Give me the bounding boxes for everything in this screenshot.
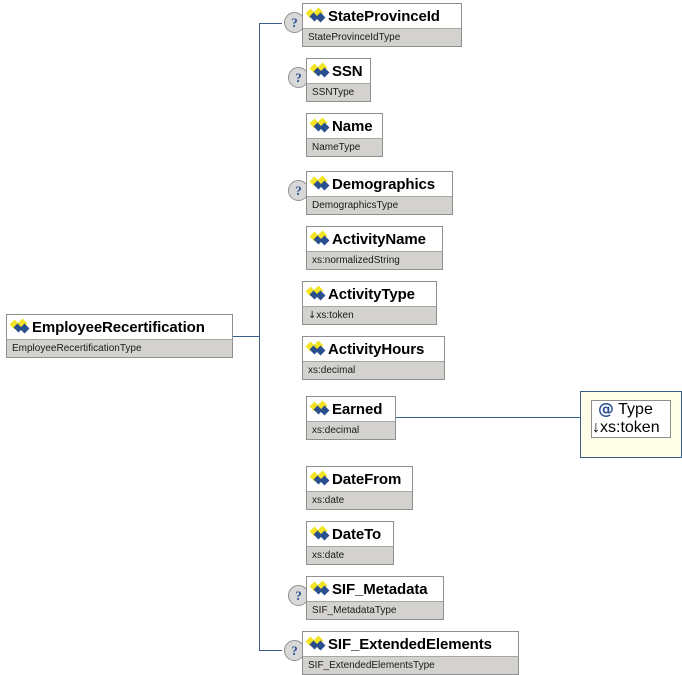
at-icon: @ bbox=[598, 399, 614, 418]
restriction-icon: ↓ bbox=[592, 419, 600, 436]
element-icon bbox=[305, 7, 326, 24]
node-head: ActivityName bbox=[307, 227, 442, 251]
node-title: ActivityHours bbox=[328, 340, 425, 358]
node-head: @ Type bbox=[592, 401, 670, 419]
node-head: Earned bbox=[307, 397, 395, 421]
node-root-type: EmployeeRecertificationType bbox=[7, 339, 232, 357]
node-type: ↓xs:token bbox=[303, 306, 436, 324]
node-head: Demographics bbox=[307, 172, 452, 196]
node-title: Earned bbox=[332, 400, 383, 418]
node-head: SIF_ExtendedElements bbox=[303, 632, 518, 656]
node-title: Name bbox=[332, 117, 373, 135]
node-ssn[interactable]: SSN SSNType bbox=[306, 58, 371, 102]
element-icon bbox=[309, 470, 330, 487]
node-title: DateTo bbox=[332, 525, 382, 543]
node-type: SSNType bbox=[307, 83, 370, 101]
node-root-title: EmployeeRecertification bbox=[32, 318, 205, 336]
node-type: xs:date bbox=[307, 546, 393, 564]
element-icon bbox=[309, 525, 330, 542]
node-head: DateTo bbox=[307, 522, 393, 546]
element-icon bbox=[305, 285, 326, 302]
node-name[interactable]: Name NameType bbox=[306, 113, 383, 157]
node-head: StateProvinceId bbox=[303, 4, 461, 28]
node-head: SSN bbox=[307, 59, 370, 83]
element-icon bbox=[309, 230, 330, 247]
node-attribute-type[interactable]: @ Type ↓xs:token bbox=[591, 400, 671, 438]
element-icon bbox=[309, 117, 330, 134]
node-title: ActivityName bbox=[332, 230, 426, 248]
node-type: xs:decimal bbox=[303, 361, 444, 379]
node-type: xs:date bbox=[307, 491, 412, 509]
node-head: Name bbox=[307, 114, 382, 138]
node-head: SIF_Metadata bbox=[307, 577, 443, 601]
connector-root-stub bbox=[233, 336, 260, 337]
node-sif-metadata[interactable]: SIF_Metadata SIF_MetadataType bbox=[306, 576, 444, 620]
node-title: DateFrom bbox=[332, 470, 402, 488]
node-type: SIF_ExtendedElementsType bbox=[303, 656, 518, 674]
node-state-province-id[interactable]: StateProvinceId StateProvinceIdType bbox=[302, 3, 462, 47]
node-title: SIF_ExtendedElements bbox=[328, 635, 492, 653]
node-earned[interactable]: Earned xs:decimal bbox=[306, 396, 396, 440]
node-type: StateProvinceIdType bbox=[303, 28, 461, 46]
node-type: ↓xs:token bbox=[592, 419, 670, 437]
node-title: Type bbox=[618, 401, 653, 418]
node-title: Demographics bbox=[332, 175, 435, 193]
node-title: StateProvinceId bbox=[328, 7, 440, 25]
connector-earned-to-type bbox=[396, 417, 580, 418]
element-icon bbox=[309, 175, 330, 192]
element-icon bbox=[309, 62, 330, 79]
node-type: xs:normalizedString bbox=[307, 251, 442, 269]
element-icon bbox=[305, 340, 326, 357]
node-title: ActivityType bbox=[328, 285, 415, 303]
node-head: DateFrom bbox=[307, 467, 412, 491]
node-activity-name[interactable]: ActivityName xs:normalizedString bbox=[306, 226, 443, 270]
node-title: SSN bbox=[332, 62, 363, 80]
node-type: NameType bbox=[307, 138, 382, 156]
connector-branch-0 bbox=[259, 23, 282, 24]
node-sif-extended-elements[interactable]: SIF_ExtendedElements SIF_ExtendedElement… bbox=[302, 631, 519, 675]
node-type: xs:decimal bbox=[307, 421, 395, 439]
element-icon bbox=[309, 580, 330, 597]
node-type: SIF_MetadataType bbox=[307, 601, 443, 619]
node-demographics[interactable]: Demographics DemographicsType bbox=[306, 171, 453, 215]
node-type-text: xs:token bbox=[600, 419, 660, 436]
element-icon bbox=[309, 400, 330, 417]
node-root[interactable]: EmployeeRecertification EmployeeRecertif… bbox=[6, 314, 233, 358]
node-activity-hours[interactable]: ActivityHours xs:decimal bbox=[302, 336, 445, 380]
node-head: ActivityHours bbox=[303, 337, 444, 361]
node-type: DemographicsType bbox=[307, 196, 452, 214]
node-date-to[interactable]: DateTo xs:date bbox=[306, 521, 394, 565]
connector-spine bbox=[259, 23, 260, 650]
node-root-head: EmployeeRecertification bbox=[7, 315, 232, 339]
connector-branch-11 bbox=[259, 650, 282, 651]
element-icon bbox=[9, 318, 30, 335]
node-head: ActivityType bbox=[303, 282, 436, 306]
element-icon bbox=[305, 635, 326, 652]
node-date-from[interactable]: DateFrom xs:date bbox=[306, 466, 413, 510]
node-activity-type[interactable]: ActivityType ↓xs:token bbox=[302, 281, 437, 325]
node-title: SIF_Metadata bbox=[332, 580, 428, 598]
node-type-text: xs:token bbox=[316, 310, 354, 321]
restriction-icon: ↓ bbox=[308, 310, 317, 321]
